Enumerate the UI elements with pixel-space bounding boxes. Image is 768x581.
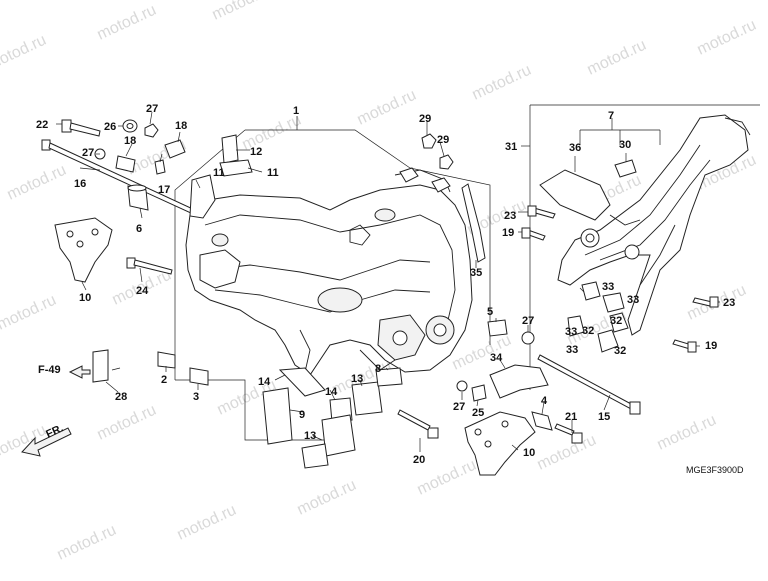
part-label-2[interactable]: 2 [161,374,167,386]
part-label-8[interactable]: 8 [375,363,381,375]
fig-ref-label[interactable]: F-49 [38,364,61,376]
watermark-text: motod.ru [95,402,159,444]
part-label-22[interactable]: 22 [36,119,48,131]
part-label-33[interactable]: 33 [565,326,577,338]
watermark-text: motod.ru [325,0,389,4]
watermark-text: motod.ru [655,412,719,454]
part-label-21[interactable]: 21 [565,411,577,423]
part-label-5[interactable]: 5 [487,306,493,318]
part-label-35[interactable]: 35 [470,267,482,279]
watermark-text: motod.ru [355,87,419,129]
watermark-text: motod.ru [535,432,599,474]
part-label-28[interactable]: 28 [115,391,127,403]
part-label-23[interactable]: 23 [504,210,516,222]
part-label-4[interactable]: 4 [541,395,548,407]
part-label-31[interactable]: 31 [505,141,517,153]
part-label-16[interactable]: 16 [74,178,86,190]
part-label-27[interactable]: 27 [82,147,94,159]
watermark-text: motod.ru [55,522,119,564]
part-label-24[interactable]: 24 [136,285,149,297]
part-label-10[interactable]: 10 [79,292,91,304]
part-label-32[interactable]: 32 [614,345,626,357]
part-label-26[interactable]: 26 [104,121,116,133]
part-label-13[interactable]: 13 [304,430,316,442]
part-label-19[interactable]: 19 [502,227,514,239]
part-label-19[interactable]: 19 [705,340,717,352]
part-label-11[interactable]: 11 [213,167,225,179]
part-label-33[interactable]: 33 [566,344,578,356]
part-label-23[interactable]: 23 [723,297,735,309]
watermark-text: motod.ru [175,502,239,544]
part-label-3[interactable]: 3 [193,391,199,403]
watermark-text: motod.ru [695,17,759,59]
watermark-text: motod.ru [5,162,69,204]
watermark-text: motod.ru [470,62,534,104]
part-label-33[interactable]: 33 [627,294,639,306]
part-label-17[interactable]: 17 [158,184,170,196]
main-frame [185,167,473,376]
part-label-30[interactable]: 30 [619,139,631,151]
part-label-27[interactable]: 27 [453,401,465,413]
part-label-6[interactable]: 6 [136,223,142,235]
part-label-10[interactable]: 10 [523,447,535,459]
part-label-29[interactable]: 29 [419,113,431,125]
part-label-18[interactable]: 18 [175,120,187,132]
watermark-text: motod.ru [0,32,49,74]
part-label-1[interactable]: 1 [293,105,299,117]
part-label-13[interactable]: 13 [351,373,363,385]
part-label-29[interactable]: 29 [437,134,449,146]
part-label-27[interactable]: 27 [146,103,158,115]
part-label-7[interactable]: 7 [608,110,614,122]
watermark-text: motod.ru [0,292,59,334]
part-label-20[interactable]: 20 [413,454,425,466]
part-label-14[interactable]: 14 [325,386,338,398]
diagram-code: MGE3F3900D [686,465,744,475]
part-label-36[interactable]: 36 [569,142,581,154]
part-label-25[interactable]: 25 [472,407,484,419]
bracket-10-left [54,217,113,283]
part-label-12[interactable]: 12 [250,146,262,158]
watermark-text: motod.ru [585,37,649,79]
watermark-text: motod.ru [95,2,159,44]
plate-36 [539,169,611,221]
part-label-18[interactable]: 18 [124,135,136,147]
part-label-34[interactable]: 34 [490,352,503,364]
watermark-text: motod.ru [210,0,274,24]
watermark-text: motod.ru [295,477,359,519]
part-label-9[interactable]: 9 [299,409,305,421]
part-label-27[interactable]: 27 [522,315,534,327]
part-label-15[interactable]: 15 [598,411,610,423]
part-label-33[interactable]: 33 [602,281,614,293]
part-label-14[interactable]: 14 [258,376,271,388]
bolt-22 [61,119,101,137]
part-label-32[interactable]: 32 [610,315,622,327]
subframe [557,114,751,336]
part-label-32[interactable]: 32 [582,325,594,337]
part-label-11[interactable]: 11 [267,167,279,179]
